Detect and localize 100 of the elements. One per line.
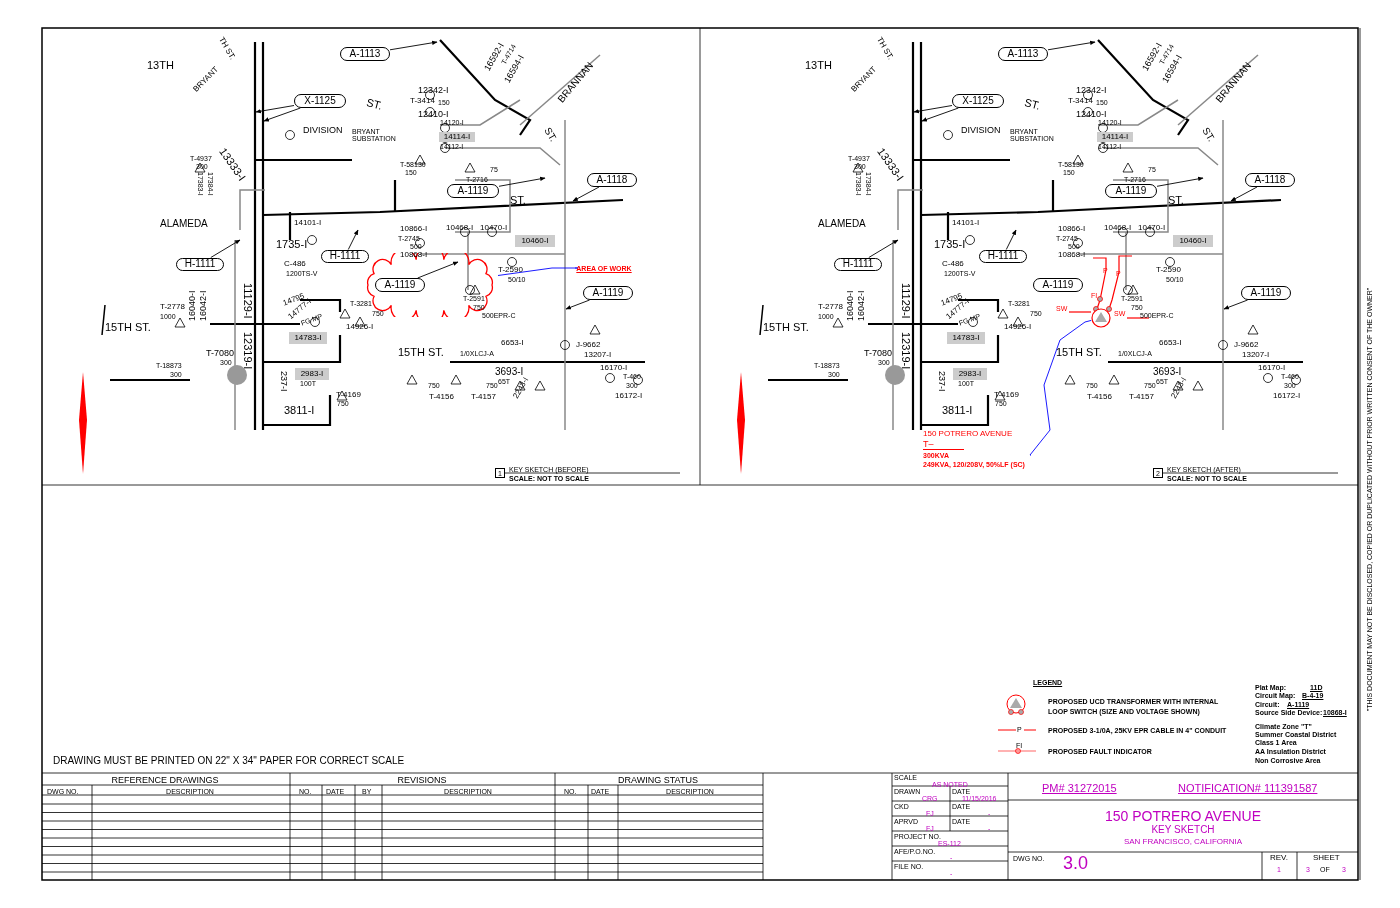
device-label: T-4157 xyxy=(1129,393,1154,401)
device-label: C-486 xyxy=(284,260,306,268)
device-label: 16172-I xyxy=(1273,392,1301,400)
drawing-title: 150 POTRERO AVENUE xyxy=(1104,809,1262,823)
circuit-tag: A-1118 xyxy=(587,173,637,187)
device-label: 12342-I xyxy=(418,86,449,95)
device-label: 10470-I xyxy=(480,224,508,232)
device-label: 237-I xyxy=(279,371,288,392)
circuit-tag: A-1119 xyxy=(375,278,425,292)
device-label: T-2778 xyxy=(160,303,185,311)
device-label: T-7080 xyxy=(864,349,893,358)
device-label: 16042-I xyxy=(199,290,208,321)
device-label: T-2590 xyxy=(498,266,523,274)
device-label: T-2590 xyxy=(1156,266,1181,274)
device-label: T-3414 xyxy=(410,97,435,105)
street-name: DIVISION xyxy=(303,126,343,135)
street-name: ST. xyxy=(1023,97,1042,112)
circuit-tag: X-1125 xyxy=(294,94,346,108)
leader-line xyxy=(497,267,579,276)
street-name: TH ST. xyxy=(217,36,237,62)
device-label: 16170-I xyxy=(1258,364,1286,372)
device-label: 11129-I xyxy=(242,283,253,319)
print-note: DRAWING MUST BE PRINTED ON 22" X 34" PAPER FOR CORRECT SCALE xyxy=(53,756,405,766)
device-label: T-3414 xyxy=(1068,97,1093,105)
street-name: 15TH ST. xyxy=(398,347,444,358)
street-name: 15TH ST. xyxy=(105,322,151,333)
device-label: J-9662 xyxy=(576,341,601,349)
device-label: 237-I xyxy=(937,371,946,392)
highlighted-device-label: 14783-I xyxy=(289,332,327,344)
table-header: REFERENCE DRAWINGS xyxy=(111,776,219,785)
device-label: 16040-I xyxy=(846,290,855,321)
device-label: T-7080 xyxy=(206,349,235,358)
circuit-tag: A-1119 xyxy=(1033,278,1083,292)
device-label: 14926-I xyxy=(346,323,374,331)
street-name: 13TH xyxy=(147,60,174,71)
highlighted-device-label: 14783-I xyxy=(947,332,985,344)
device-label: 10868-I xyxy=(1058,251,1086,259)
device-label: 10866-I xyxy=(1058,225,1086,233)
device-label: 3693-I xyxy=(1153,367,1182,377)
device-label: 6653-I xyxy=(501,339,524,347)
device-label: 11129-I xyxy=(900,283,911,319)
device-label: 1735-I xyxy=(934,239,966,250)
street-name: 15TH ST. xyxy=(763,322,809,333)
circuit-tag: A-1119 xyxy=(1105,184,1157,198)
device-label: 10468-I xyxy=(446,224,474,232)
address-text: 150 POTRERO AVENUE xyxy=(923,430,1014,438)
highlighted-device-label: 14114-I xyxy=(1097,132,1133,142)
device-label: 13207-I xyxy=(584,351,612,359)
circuit-tag: A-1113 xyxy=(998,47,1048,61)
device-label: 1735-I xyxy=(276,239,308,250)
device-label: 10868-I xyxy=(400,251,428,259)
highlighted-device-label: 10460-I xyxy=(515,235,555,247)
device-label: C-486 xyxy=(942,260,964,268)
device-label: T-4169 xyxy=(336,391,361,399)
device-label: 12342-I xyxy=(1076,86,1107,95)
device-label: 16172-I xyxy=(615,392,643,400)
device-label: 14926-I xyxy=(1004,323,1032,331)
street-name: ST. xyxy=(365,97,384,112)
device-label: 12319-I xyxy=(900,332,911,370)
device-label: 14101-I xyxy=(952,219,980,227)
device-label: 16040-I xyxy=(188,290,197,321)
street-name: 15TH ST. xyxy=(1056,347,1102,358)
project-number: PM# 31272015 xyxy=(1042,783,1117,794)
leader-line xyxy=(1029,319,1092,456)
circuit-tag: H-1111 xyxy=(979,249,1027,263)
device-label: 16170-I xyxy=(600,364,628,372)
device-label: T-4156 xyxy=(1087,393,1112,401)
circuit-tag: A-1113 xyxy=(340,47,390,61)
device-label: 3811-I xyxy=(284,405,315,416)
device-label: 3693-I xyxy=(495,367,524,377)
transformer-id: T– xyxy=(923,440,964,450)
device-label: 12319-I xyxy=(242,332,253,370)
circuit-tag: A-1119 xyxy=(583,286,633,300)
location-text: SAN FRANCISCO, CALIFORNIA xyxy=(1123,838,1243,846)
highlighted-device-label: 2983-I xyxy=(953,368,987,380)
circuit-tag: H-1111 xyxy=(176,257,224,271)
device-label: T-4169 xyxy=(994,391,1019,399)
table-header: DRAWING STATUS xyxy=(618,776,698,785)
street-name: DIVISION xyxy=(961,126,1001,135)
circuit-tag: H-1111 xyxy=(321,249,369,263)
street-name: ST. xyxy=(1168,195,1184,206)
street-name: ST. xyxy=(1200,126,1217,144)
notification-number: NOTIFICATION# 111391587 xyxy=(1178,783,1318,794)
device-label: 10470-I xyxy=(1138,224,1166,232)
street-name: ST. xyxy=(510,195,526,206)
device-label: 13207-I xyxy=(1242,351,1270,359)
field-label: SHEET xyxy=(1313,854,1340,862)
device-label: 10468-I xyxy=(1104,224,1132,232)
field-label: REV. xyxy=(1270,854,1288,862)
drawing-subtitle: KEY SKETCH xyxy=(1151,825,1215,835)
device-label: 12410-I xyxy=(1076,110,1107,119)
device-label: 12410-I xyxy=(418,110,449,119)
street-name: 13TH xyxy=(805,60,832,71)
highlighted-device-label: 14114-I xyxy=(439,132,475,142)
device-label: 3811-I xyxy=(942,405,973,416)
circuit-tag: H-1111 xyxy=(834,257,882,271)
circuit-tag: A-1118 xyxy=(1245,173,1295,187)
device-label: T-2778 xyxy=(818,303,843,311)
device-label: 10866-I xyxy=(400,225,428,233)
device-label: T-4156 xyxy=(429,393,454,401)
